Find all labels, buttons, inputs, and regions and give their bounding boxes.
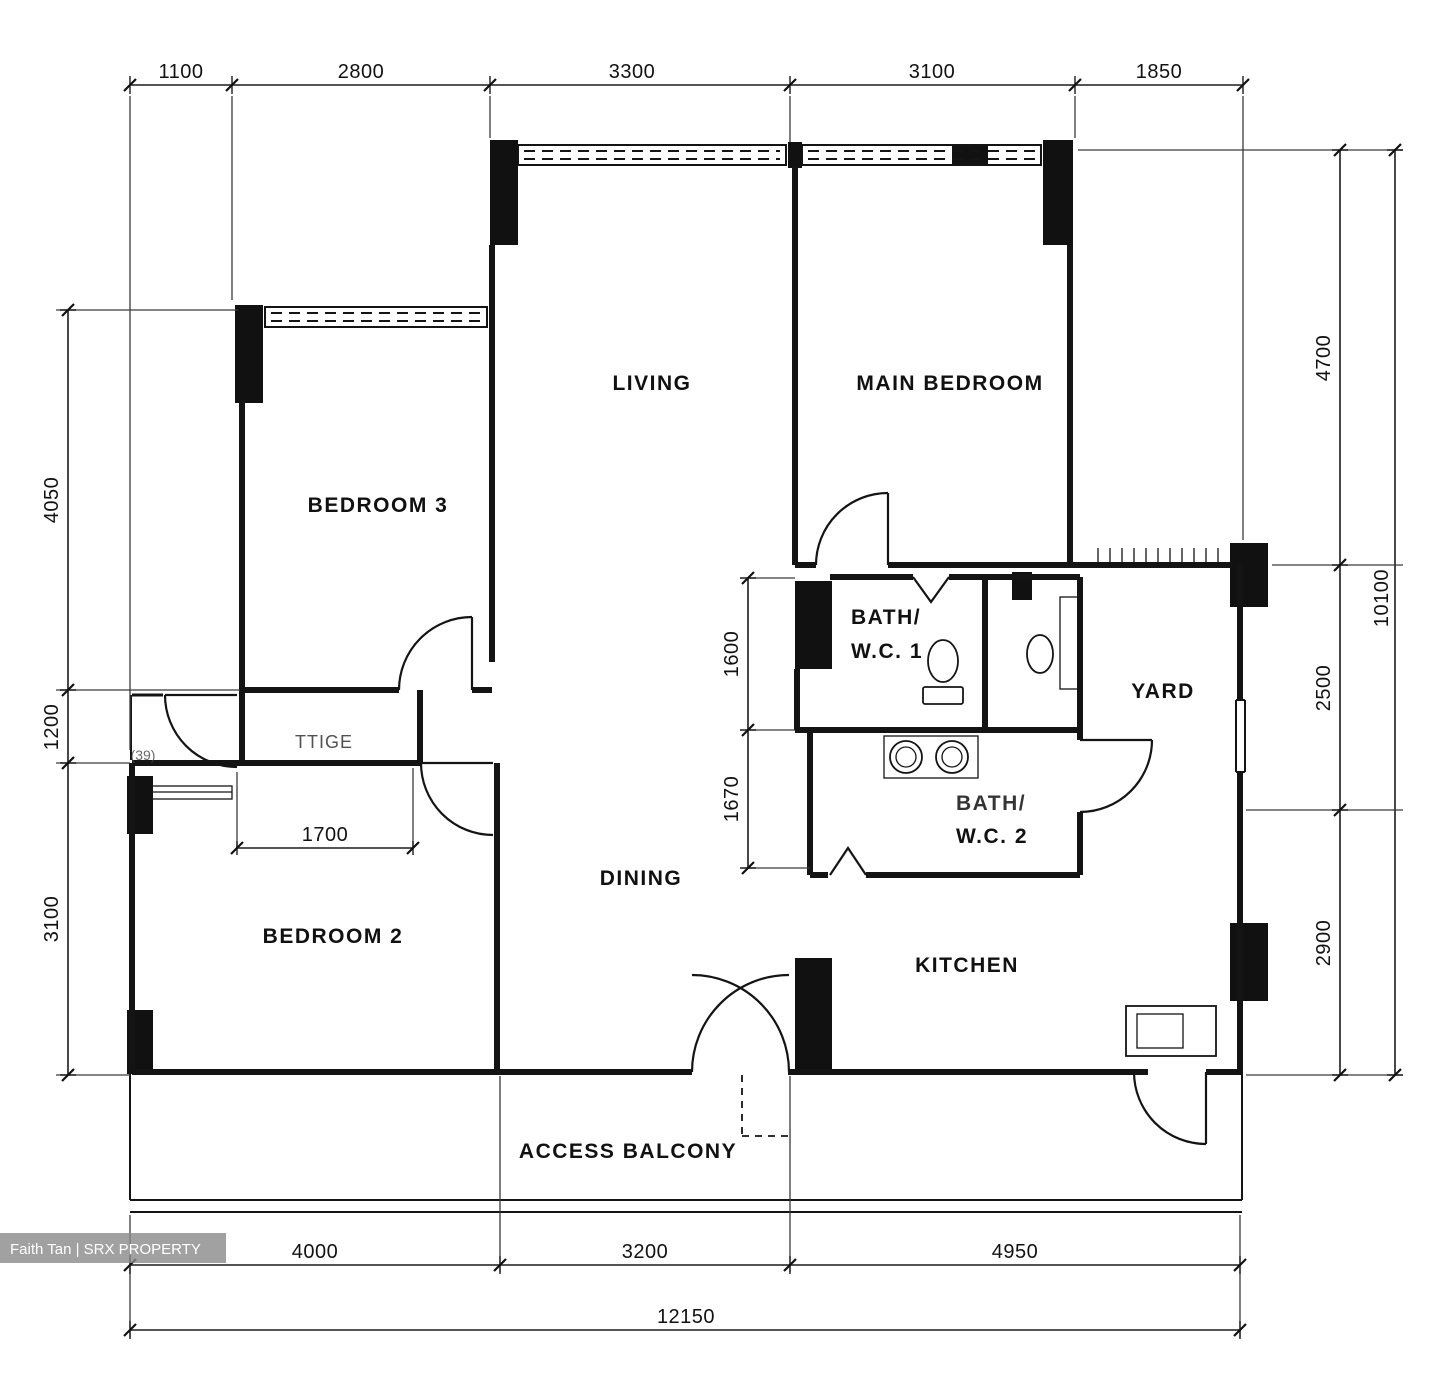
living-window [517,144,787,166]
dimensions-layer: 1100 2800 3300 3100 1850 4050 1200 3100 … [41,61,1403,1339]
dim-label-top-2: 2800 [338,61,385,83]
drying-rack [1097,548,1219,565]
watermark-background [0,1233,226,1263]
column [1230,543,1268,607]
dim-label-bath2-depth: 1670 [721,776,743,823]
entry-recess-door [163,693,238,769]
dim-label-top-5: 1850 [1136,61,1183,83]
bath2-door-swing [829,846,867,876]
windows-layer [151,144,1246,800]
column [788,142,802,168]
kitchen-back-door [1132,1071,1208,1146]
dim-label-left-3: 3100 [41,896,63,943]
duct [1059,596,1079,690]
dim-label-top-1: 1100 [158,61,203,83]
dim-label-left-1: 4050 [41,477,63,524]
basin-bath1 [1026,634,1054,674]
room-label-bath2-line1: BATH/ [956,792,1026,815]
room-label-bath1-line1: BATH/ [851,606,921,629]
dim-label-right-total: 10100 [1371,569,1393,627]
bath1-door-swing [912,576,950,604]
walls-layer [127,140,1268,1213]
yard-door [1079,738,1154,814]
dim-label-right-1: 4700 [1313,335,1335,382]
kitchen-sink [1125,1005,1217,1057]
room-label-bath1-line2: W.C. 1 [851,640,923,663]
watermark-badge: Faith Tan | SRX PROPERTY [0,1233,226,1263]
main-bedroom-door [814,491,890,566]
dim-label-bottom-1: 4000 [292,1241,339,1263]
room-label-bath2-line2: W.C. 2 [956,825,1028,848]
room-label-main-bedroom: MAIN BEDROOM [856,372,1043,395]
dim-label-bottom-3: 4950 [992,1241,1039,1263]
bedroom3-window [264,306,488,328]
dimension-lines [67,84,1396,1331]
dim-label-bath1-depth: 1600 [721,631,743,678]
column [235,305,263,403]
column [795,958,832,1074]
column [1043,140,1073,245]
entry-ledge [151,785,233,800]
dim-label-top-3: 3300 [609,61,656,83]
dimension-slashes [61,78,1402,1337]
room-labels-layer: LIVING MAIN BEDROOM BEDROOM 3 BEDROOM 2 … [131,372,1195,1163]
doors-layer [163,491,1208,1146]
room-label-bedroom2: BEDROOM 2 [263,925,404,948]
room-label-living: LIVING [612,372,691,395]
room-label-dining: DINING [600,867,683,890]
room-label-bedroom3: BEDROOM 3 [308,494,449,517]
watermark-text: Faith Tan | SRX PROPERTY [10,1241,201,1258]
room-label-yard: YARD [1131,680,1195,703]
dim-label-top-4: 3100 [909,61,956,83]
yard-window [1235,699,1246,773]
dim-label-right-3: 2900 [1313,920,1335,967]
bedroom3-door [397,615,474,691]
room-label-access-balcony: ACCESS BALCONY [519,1140,737,1163]
main-bedroom-window [801,144,1042,166]
dim-label-right-2: 2500 [1313,665,1335,712]
column [490,140,518,245]
fixtures-layer [883,548,1219,1057]
dim-label-bottom-total: 12150 [657,1306,715,1328]
room-label-store-garbled: TTIGE [295,732,353,752]
dim-label-left-2: 1200 [41,704,63,751]
column [795,581,832,669]
label-entry-garbled: (39) [131,747,156,763]
room-label-kitchen: KITCHEN [915,954,1019,977]
dim-label-store-width: 1700 [302,824,349,846]
toilet-bath1 [922,639,964,705]
basins-bath2 [883,735,979,779]
balcony-edge [129,1072,1243,1213]
bedroom2-door [419,761,494,837]
column [1230,923,1268,1001]
main-entrance-double-door [690,973,791,1137]
column [952,146,988,164]
dim-label-bottom-2: 3200 [622,1241,669,1263]
